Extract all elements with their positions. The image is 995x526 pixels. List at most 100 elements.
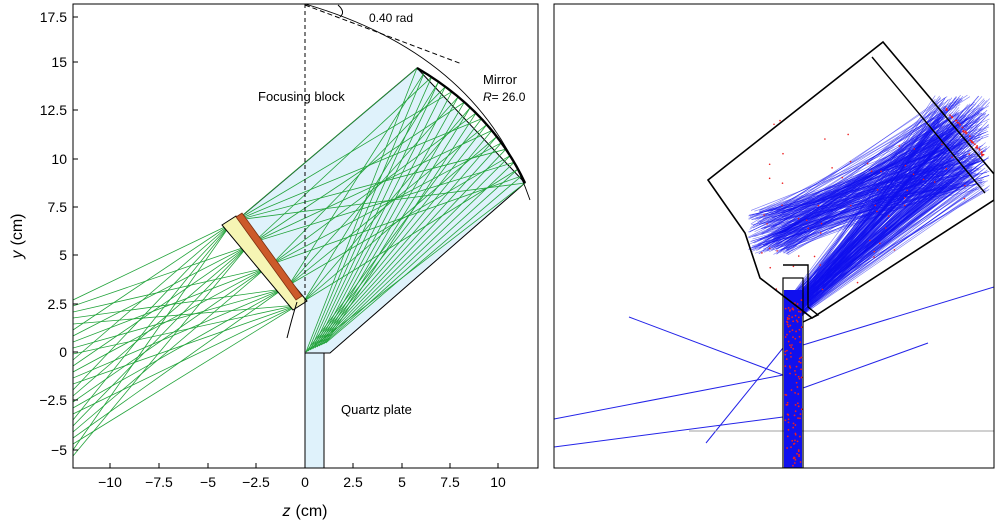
hit-dot bbox=[959, 123, 961, 126]
hit-dot bbox=[903, 197, 906, 199]
y-tick-label: 15 bbox=[51, 54, 67, 70]
hit-dot bbox=[788, 330, 791, 333]
hit-dot bbox=[794, 370, 796, 372]
green-ray bbox=[314, 86, 446, 349]
blue-ray bbox=[797, 176, 980, 312]
hit-dot bbox=[797, 310, 800, 313]
blue-ray bbox=[783, 185, 948, 250]
angle-arc bbox=[337, 4, 344, 18]
hit-dot bbox=[794, 302, 796, 304]
hit-dot bbox=[790, 389, 793, 391]
hit-dot bbox=[820, 222, 823, 225]
green-ray bbox=[236, 182, 526, 221]
y-tick-label: 0 bbox=[59, 344, 67, 360]
green-ray bbox=[236, 91, 453, 221]
x-tick-label: 10 bbox=[490, 474, 506, 490]
green-ray bbox=[253, 101, 465, 243]
hit-dot bbox=[933, 181, 936, 183]
hit-dot bbox=[791, 329, 794, 332]
hit-dot bbox=[817, 204, 820, 207]
blue-ray bbox=[778, 183, 971, 241]
hit-dot bbox=[792, 347, 795, 350]
hit-dot bbox=[792, 464, 794, 467]
hit-dot bbox=[791, 439, 794, 442]
hit-dot bbox=[792, 265, 795, 268]
hit-dot bbox=[794, 439, 796, 442]
blue-ray bbox=[748, 153, 960, 239]
hit-dot bbox=[787, 306, 790, 309]
hit-dot bbox=[792, 320, 795, 323]
x-tick-label: −7.5 bbox=[145, 474, 173, 490]
y-tick-label: −5 bbox=[51, 442, 67, 458]
hit-dot bbox=[799, 311, 802, 313]
blue-ray bbox=[795, 172, 984, 320]
y-tick-labels: 17.5 15 12.5 10 7.5 5 2.5 0 −2.5 −5 bbox=[39, 9, 67, 458]
hit-dot bbox=[792, 443, 795, 445]
hit-dot bbox=[793, 414, 796, 417]
hit-dot bbox=[785, 349, 788, 352]
hit-dot bbox=[786, 403, 789, 406]
hit-dot bbox=[798, 357, 801, 360]
blue-ray bbox=[774, 149, 971, 245]
hit-dot bbox=[856, 281, 859, 284]
hit-dot bbox=[795, 365, 798, 368]
hit-dot bbox=[968, 153, 971, 156]
green-ray bbox=[312, 136, 498, 350]
hit-dot bbox=[849, 204, 852, 207]
hit-dot bbox=[795, 381, 798, 384]
blue-ray bbox=[786, 139, 939, 222]
hit-dot bbox=[975, 146, 977, 149]
hit-dot bbox=[980, 152, 983, 154]
hit-dot bbox=[945, 167, 948, 170]
hit-dot bbox=[792, 426, 795, 429]
blue-ray bbox=[748, 161, 963, 219]
hit-dot bbox=[796, 320, 799, 323]
hit-dot bbox=[866, 162, 869, 165]
blue-ray bbox=[780, 113, 965, 251]
blue-ray bbox=[782, 160, 982, 214]
hit-dot bbox=[796, 440, 799, 443]
y-tick-label: 10 bbox=[51, 151, 67, 167]
hit-dot bbox=[763, 214, 765, 216]
green-ray bbox=[73, 245, 249, 427]
hit-dot bbox=[800, 368, 802, 371]
hit-dot bbox=[971, 141, 974, 144]
green-ray bbox=[323, 168, 519, 345]
hit-dot bbox=[789, 372, 791, 375]
hit-dot bbox=[761, 252, 763, 254]
hit-dot bbox=[766, 223, 768, 225]
hit-dot bbox=[969, 139, 972, 142]
hit-dot bbox=[904, 164, 907, 167]
green-ray bbox=[73, 223, 232, 391]
green-ray bbox=[73, 245, 249, 337]
ray-paths-green bbox=[73, 67, 526, 457]
mirror-surface bbox=[416, 66, 527, 184]
blue-ray bbox=[772, 184, 941, 226]
blue-ray bbox=[747, 118, 981, 238]
hit-dot bbox=[793, 457, 796, 459]
hit-dot bbox=[906, 189, 909, 192]
hit-dot bbox=[798, 377, 801, 380]
hit-dot bbox=[821, 288, 824, 291]
blue-ray bbox=[749, 172, 988, 217]
hit-dot bbox=[800, 326, 803, 329]
hit-dot bbox=[794, 458, 797, 461]
hit-dot bbox=[788, 314, 790, 317]
focusing-block-label: Focusing block bbox=[258, 89, 345, 104]
blue-ray bbox=[781, 112, 987, 234]
hit-dot bbox=[813, 255, 816, 258]
hit-dot bbox=[798, 455, 801, 458]
radius-value: = 26.0 bbox=[492, 90, 526, 104]
blue-ray bbox=[763, 168, 982, 229]
hit-dot bbox=[773, 123, 775, 126]
hit-dot bbox=[794, 373, 797, 376]
hit-dot bbox=[831, 167, 833, 169]
blue-ray bbox=[773, 174, 969, 240]
hit-dot bbox=[876, 210, 878, 213]
hit-dot bbox=[799, 341, 802, 344]
green-ray bbox=[271, 142, 502, 265]
hit-dot bbox=[794, 337, 797, 340]
hit-dot bbox=[876, 189, 879, 191]
hit-dot bbox=[787, 325, 790, 328]
green-ray bbox=[73, 288, 284, 409]
